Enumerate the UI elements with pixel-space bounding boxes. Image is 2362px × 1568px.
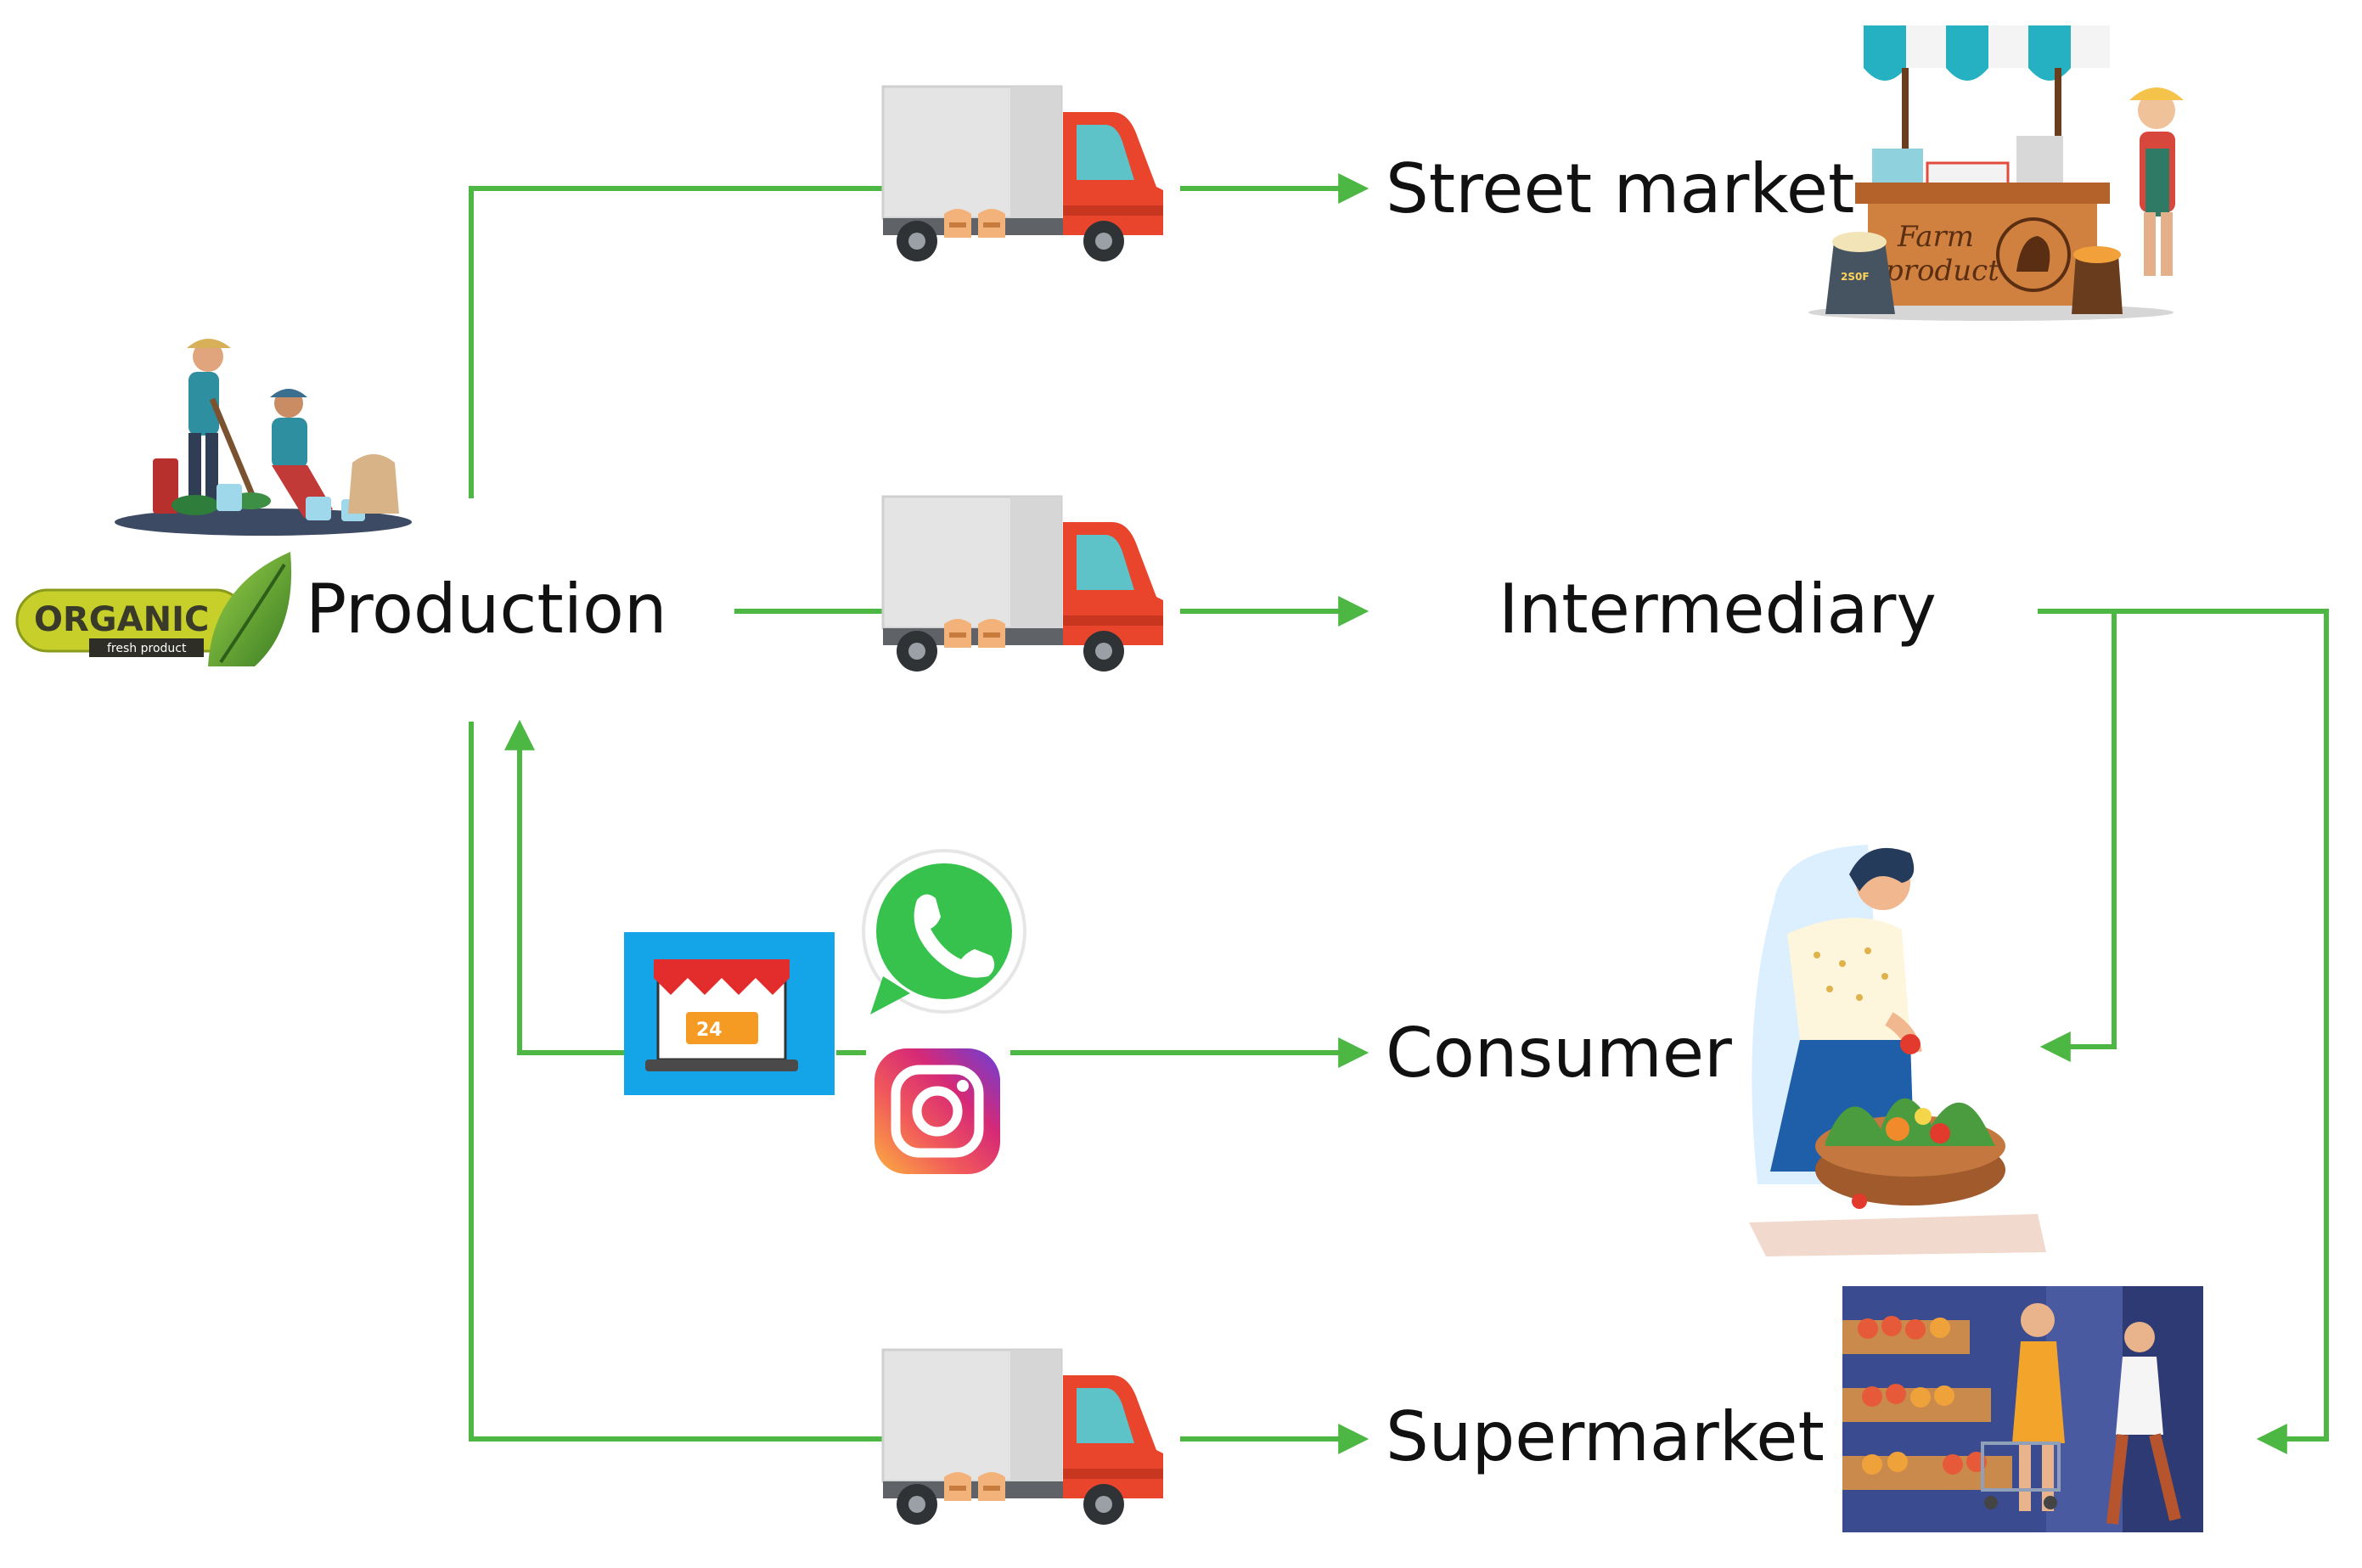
instagram-icon	[875, 1048, 1000, 1174]
node-supermarket: Supermarket	[1386, 1397, 1825, 1476]
whatsapp-icon	[862, 849, 1026, 1014]
online-shop-icon: 24	[624, 932, 835, 1095]
organic-logo-text: ORGANIC	[34, 600, 209, 639]
arrow-intermediary-to-consumer	[2039, 611, 2117, 1062]
stall-sign-line1: Farm	[1897, 220, 1974, 254]
delivery-truck-icon	[881, 85, 1165, 263]
line-production-to-supermarket	[469, 722, 883, 1442]
connectors	[469, 173, 2329, 1454]
organic-logo: ORGANIC fresh product	[15, 552, 292, 666]
line-production-to-street-market	[469, 186, 883, 498]
node-street-market: Street market	[1386, 149, 1854, 228]
node-production: Production	[306, 570, 667, 649]
farmers-icon	[115, 339, 412, 536]
node-consumer: Consumer	[1386, 1014, 1732, 1093]
shop-badge: 24	[696, 1020, 723, 1041]
market-stall-icon: Farm product 2S0F	[1808, 25, 2184, 321]
stall-sack-label: 2S0F	[1841, 271, 1870, 283]
organic-logo-subtext: fresh product	[107, 642, 187, 655]
delivery-truck-icon	[881, 495, 1165, 673]
consumer-shopping-icon	[1749, 845, 2046, 1256]
line-intermediary-out	[2038, 609, 2329, 1454]
arrow-online-to-production	[504, 719, 624, 1055]
stall-sign-line2: product	[1885, 254, 1999, 288]
supermarket-scene-icon	[1842, 1286, 2203, 1532]
delivery-truck-icon	[881, 1348, 1165, 1526]
node-intermediary: Intermediary	[1499, 570, 1937, 649]
